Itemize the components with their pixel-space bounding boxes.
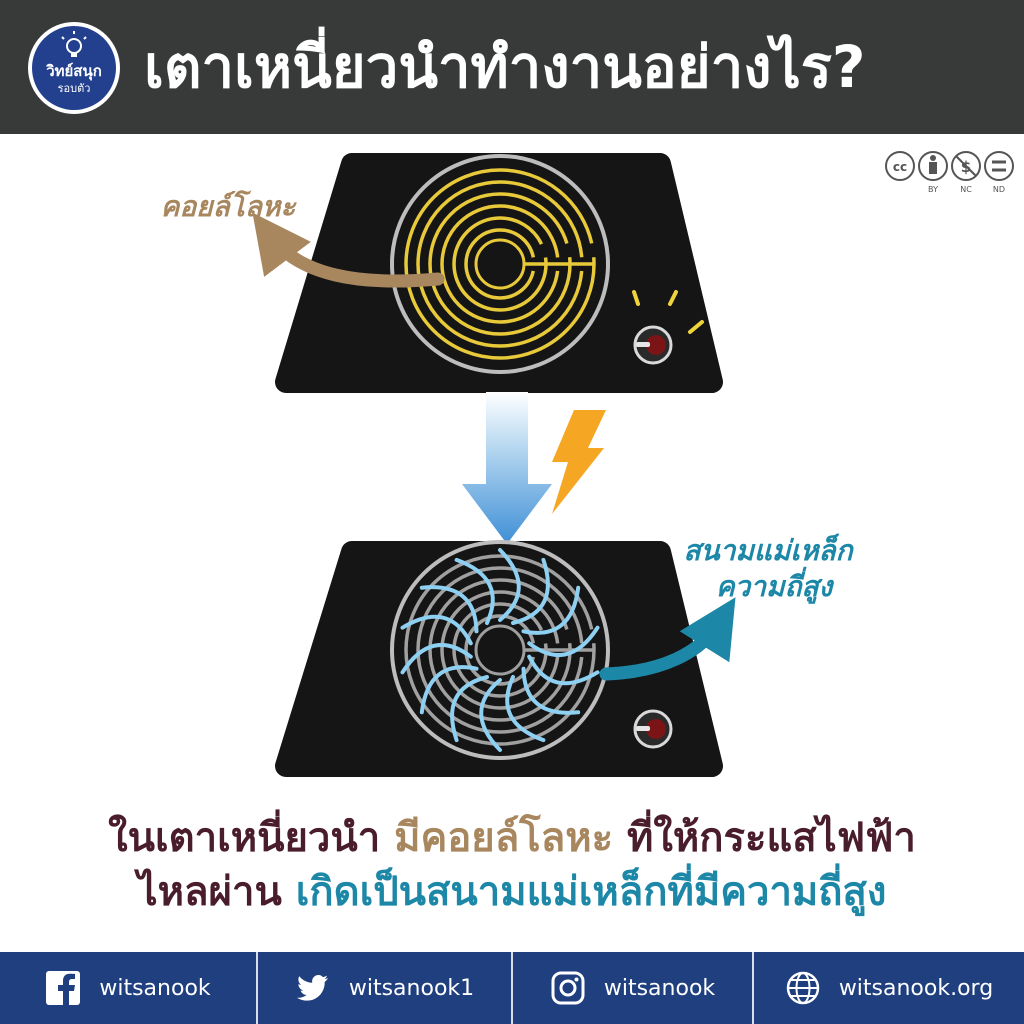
- caption-line1: ในเตาเหนี่ยวนำ มีคอยล์โลหะ ที่ให้กระแสไฟ…: [0, 812, 1024, 864]
- coil-with-magnetic-field: [390, 540, 610, 760]
- coil-ring: [464, 228, 536, 300]
- stove-top: [275, 153, 723, 393]
- magnetic-field-line: [419, 585, 479, 634]
- license-cc: cc: [893, 160, 907, 174]
- magnetic-field-line: [498, 548, 521, 622]
- facebook-handle: witsanook: [99, 975, 211, 1001]
- coil-label: คอยล์โลหะ: [161, 189, 298, 223]
- magnetic-field-line: [527, 654, 600, 686]
- website-url: witsanook.org: [838, 975, 994, 1001]
- magnetic-field-line: [400, 642, 473, 675]
- coil-ring: [440, 204, 560, 324]
- magnetic-field-line: [521, 666, 581, 715]
- twitter-icon: [296, 975, 328, 1001]
- magnetic-field-line: [511, 557, 550, 625]
- coil-ring: [440, 590, 560, 710]
- yellow-coil: [390, 154, 610, 374]
- coil-ring: [416, 566, 584, 734]
- website-link[interactable]: witsanook.org: [754, 952, 1024, 1024]
- coil-ring: [464, 614, 536, 686]
- magnetic-field-line: [527, 625, 600, 658]
- stove-bottom: [275, 540, 723, 777]
- magnetic-field-line: [454, 557, 495, 625]
- facebook-icon: [46, 971, 81, 1005]
- logo-line1: วิทย์สนุก: [46, 62, 102, 81]
- footer-bar: witsanook witsanook1 witsanook witsanook…: [0, 952, 1024, 1024]
- magnetic-field-line: [419, 665, 479, 715]
- instagram-link[interactable]: witsanook: [513, 952, 754, 1024]
- instagram-handle: witsanook: [603, 975, 716, 1001]
- magnetic-field-line: [479, 678, 502, 752]
- knob-glow-icon: [632, 290, 704, 334]
- coil-pointer-arrow: [252, 212, 445, 288]
- caption-text: ไหลผ่าน: [137, 869, 296, 915]
- facebook-link[interactable]: witsanook: [0, 952, 258, 1024]
- knob-top: [633, 325, 673, 365]
- down-arrow: [462, 392, 552, 544]
- magnetic-field-line: [505, 675, 546, 743]
- caption-highlight-coil: มีคอยล์โลหะ: [394, 815, 614, 861]
- twitter-link[interactable]: witsanook1: [258, 952, 513, 1024]
- lightbulb-icon: [61, 31, 87, 57]
- license-by: BY: [928, 185, 938, 194]
- field-label-line1: สนามแม่เหล็ก: [683, 533, 854, 567]
- magnetic-field-line: [400, 614, 473, 646]
- license-nd: ND: [993, 185, 1005, 194]
- coil-ring: [416, 180, 584, 348]
- lightning-icon: [552, 410, 606, 514]
- field-label-line2: ความถี่สูง: [716, 566, 835, 604]
- caption-text: ที่ให้กระแสไฟฟ้า: [613, 815, 916, 861]
- knob-bottom: [633, 709, 673, 749]
- globe-icon: [786, 971, 820, 1005]
- cc-license-icon: cc $ BY NC ND: [885, 151, 1014, 194]
- caption-line2: ไหลผ่าน เกิดเป็นสนามแม่เหล็กที่มีความถี่…: [0, 866, 1024, 918]
- induction-diagram: cc $ BY NC ND คอยล์โลหะ: [161, 151, 1014, 777]
- page-title: เตาเหนี่ยวนำทำงานอย่างไร?: [144, 33, 866, 101]
- header-bar: วิทย์สนุก รอบตัว เตาเหนี่ยวนำทำงานอย่างไ…: [0, 0, 1024, 134]
- caption-text: ในเตาเหนี่ยวนำ: [108, 815, 395, 861]
- magnetic-field-line: [450, 675, 489, 743]
- twitter-handle: witsanook1: [348, 975, 475, 1001]
- instagram-icon: [551, 971, 585, 1005]
- magnetic-field-line: [521, 585, 581, 635]
- field-pointer-arrow: [599, 597, 736, 681]
- witsanook-logo: วิทย์สนุก รอบตัว: [28, 22, 120, 114]
- logo-line2: รอบตัว: [58, 82, 91, 95]
- caption-highlight-field: เกิดเป็นสนามแม่เหล็กที่มีความถี่สูง: [295, 869, 887, 915]
- license-nc: NC: [960, 185, 972, 194]
